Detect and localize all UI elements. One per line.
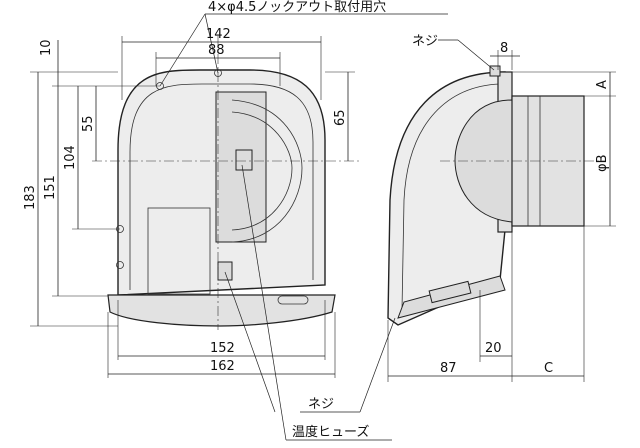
dim-87: 87 bbox=[440, 361, 457, 376]
front-view bbox=[92, 36, 360, 330]
dim-151: 151 bbox=[43, 175, 58, 200]
front-fan-arc bbox=[231, 111, 293, 231]
side-hood-inner bbox=[401, 83, 501, 311]
front-dimension-lines bbox=[30, 13, 448, 441]
side-crosshatch-panel bbox=[428, 280, 472, 304]
dim-142: 142 bbox=[206, 27, 231, 42]
front-base-slot bbox=[277, 295, 309, 305]
side-view bbox=[387, 65, 605, 326]
dim-20: 20 bbox=[485, 341, 502, 356]
thermal-fuse-part bbox=[235, 149, 253, 171]
drawing-text-labels: 4×φ4.5ノックアウト取付用穴 ネジ ネジ 温度ヒューズ 142 88 152… bbox=[23, 0, 610, 440]
dim-10: 10 bbox=[39, 39, 54, 56]
front-lower-window bbox=[147, 207, 211, 295]
dim-104: 104 bbox=[63, 145, 78, 170]
knockout-hole-label: 4×φ4.5ノックアウト取付用穴 bbox=[208, 0, 386, 15]
side-top-screw bbox=[489, 65, 501, 77]
dim-162: 162 bbox=[210, 359, 235, 374]
dim-55: 55 bbox=[81, 115, 96, 132]
front-base-plate bbox=[107, 294, 336, 327]
bottom-screw-label: ネジ bbox=[308, 397, 334, 412]
mount-hole-icon bbox=[116, 261, 124, 269]
front-fan-arc-outer bbox=[231, 99, 303, 243]
dim-8: 8 bbox=[500, 41, 508, 56]
dim-65: 65 bbox=[333, 109, 348, 126]
front-inner-rim bbox=[129, 83, 314, 290]
side-dimension-lines bbox=[300, 39, 616, 413]
dim-A: A bbox=[595, 80, 610, 89]
front-screw-part bbox=[217, 261, 233, 281]
dim-88: 88 bbox=[208, 43, 225, 58]
dim-phiB: φB bbox=[595, 155, 610, 173]
dim-183: 183 bbox=[23, 185, 38, 210]
dim-C: C bbox=[544, 361, 553, 376]
top-screw-label: ネジ bbox=[412, 34, 438, 49]
dim-152: 152 bbox=[210, 341, 235, 356]
thermal-fuse-label: 温度ヒューズ bbox=[292, 424, 369, 440]
